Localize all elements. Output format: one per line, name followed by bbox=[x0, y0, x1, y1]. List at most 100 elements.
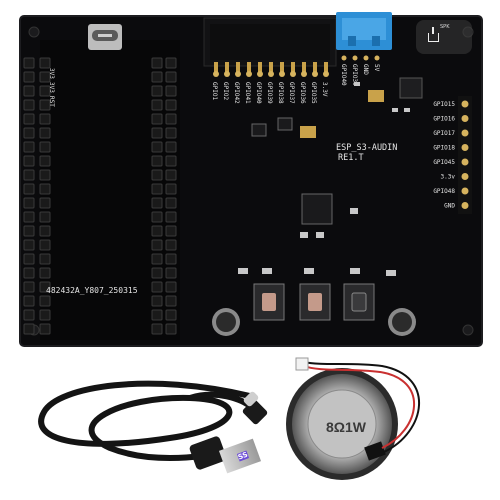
header-pin bbox=[214, 62, 218, 76]
usb-c-plug bbox=[242, 391, 268, 425]
solder-pad bbox=[246, 71, 252, 77]
header-pin bbox=[165, 71, 177, 83]
connector-label: GND bbox=[362, 64, 369, 75]
button-boot[interactable] bbox=[299, 283, 331, 321]
header-pin bbox=[39, 267, 51, 279]
header-pin bbox=[280, 62, 284, 76]
left-header-label: 3V3 bbox=[48, 68, 55, 79]
speaker-connector bbox=[336, 12, 392, 50]
header-pin bbox=[39, 127, 51, 139]
header-pin bbox=[39, 253, 51, 265]
devboard-header-area bbox=[23, 40, 180, 340]
header-pin bbox=[165, 309, 177, 321]
header-pin bbox=[39, 239, 51, 251]
header-pin bbox=[165, 57, 177, 69]
solder-pad bbox=[224, 71, 230, 77]
header-pin bbox=[23, 155, 35, 167]
header-pin bbox=[269, 62, 273, 76]
connector-label: GPIO39 bbox=[351, 64, 358, 86]
download-icon bbox=[428, 27, 439, 42]
solder-pad bbox=[352, 55, 358, 61]
header-pin bbox=[151, 225, 163, 237]
header-pin bbox=[225, 62, 229, 76]
header-pin bbox=[165, 183, 177, 195]
header-pin bbox=[302, 62, 306, 76]
header-pin bbox=[165, 169, 177, 181]
solder-pad bbox=[341, 55, 347, 61]
solder-pad bbox=[461, 187, 469, 195]
header-pin bbox=[39, 113, 51, 125]
components bbox=[238, 77, 423, 276]
top-pin-label: GPIO35 bbox=[310, 82, 317, 104]
download-overlay-button[interactable]: SPK bbox=[416, 20, 472, 54]
solder-pad bbox=[290, 71, 296, 77]
header-pin bbox=[39, 99, 51, 111]
top-pin-label: GPIO2 bbox=[222, 82, 229, 100]
header-pin bbox=[165, 225, 177, 237]
microphone-right bbox=[388, 308, 416, 336]
usb-c-port bbox=[88, 24, 122, 50]
top-pin-label: GPIO36 bbox=[299, 82, 306, 104]
header-pin bbox=[23, 211, 35, 223]
header-pin bbox=[258, 62, 262, 76]
header-pin bbox=[23, 295, 35, 307]
top-pin-label: GPIO42 bbox=[233, 82, 240, 104]
solder-pad bbox=[461, 100, 469, 108]
header-pin bbox=[165, 211, 177, 223]
header-pin bbox=[151, 239, 163, 251]
header-pin bbox=[39, 183, 51, 195]
header-pin bbox=[165, 155, 177, 167]
header-pin bbox=[165, 113, 177, 125]
solder-pad bbox=[257, 71, 263, 77]
top-pin-label: GPIO38 bbox=[277, 82, 284, 104]
header-pin bbox=[151, 155, 163, 167]
header-pin bbox=[313, 62, 317, 76]
board-title: ESP_S3-AUDIN bbox=[336, 143, 397, 153]
left-pin-header bbox=[23, 57, 51, 335]
header-pin bbox=[39, 169, 51, 181]
header-pin bbox=[39, 323, 51, 335]
right-pin-label: GPIO48 bbox=[433, 188, 455, 195]
header-pin bbox=[39, 71, 51, 83]
header-pin bbox=[151, 141, 163, 153]
button-reset[interactable] bbox=[253, 283, 285, 321]
header-pin bbox=[39, 155, 51, 167]
header-pin bbox=[165, 99, 177, 111]
header-pin bbox=[151, 267, 163, 279]
header-pin bbox=[151, 113, 163, 125]
header-pin bbox=[165, 281, 177, 293]
header-pin bbox=[23, 323, 35, 335]
header-pin bbox=[39, 85, 51, 97]
right-pin-label: GPIO15 bbox=[433, 101, 455, 108]
top-pin-label: GPIO39 bbox=[266, 82, 273, 104]
header-pin bbox=[151, 127, 163, 139]
header-pin bbox=[151, 57, 163, 69]
solder-pad bbox=[461, 173, 469, 180]
board-revision: RE1.T bbox=[338, 153, 364, 163]
header-pin bbox=[23, 127, 35, 139]
left-header-label: RST bbox=[48, 96, 55, 107]
header-pin bbox=[165, 85, 177, 97]
header-pin bbox=[39, 141, 51, 153]
header-pin bbox=[151, 85, 163, 97]
top-pin-label: 3.3V bbox=[321, 82, 328, 97]
solder-pad bbox=[301, 71, 307, 77]
button-user[interactable] bbox=[343, 283, 375, 321]
solder-pad bbox=[323, 71, 329, 77]
header-pin bbox=[151, 295, 163, 307]
header-pin bbox=[151, 309, 163, 321]
solder-pad bbox=[461, 129, 469, 137]
header-pin bbox=[23, 239, 35, 251]
usb-a-plug: SS bbox=[189, 436, 262, 474]
header-pin bbox=[39, 197, 51, 209]
top-pin-label: GPIO1 bbox=[211, 82, 218, 100]
header-pin bbox=[151, 281, 163, 293]
header-pin bbox=[39, 295, 51, 307]
header-pin bbox=[151, 211, 163, 223]
solder-pad bbox=[374, 55, 380, 61]
right-pin-label: GND bbox=[444, 203, 455, 210]
right-pin-label: GPIO16 bbox=[433, 116, 455, 123]
header-pin bbox=[23, 267, 35, 279]
